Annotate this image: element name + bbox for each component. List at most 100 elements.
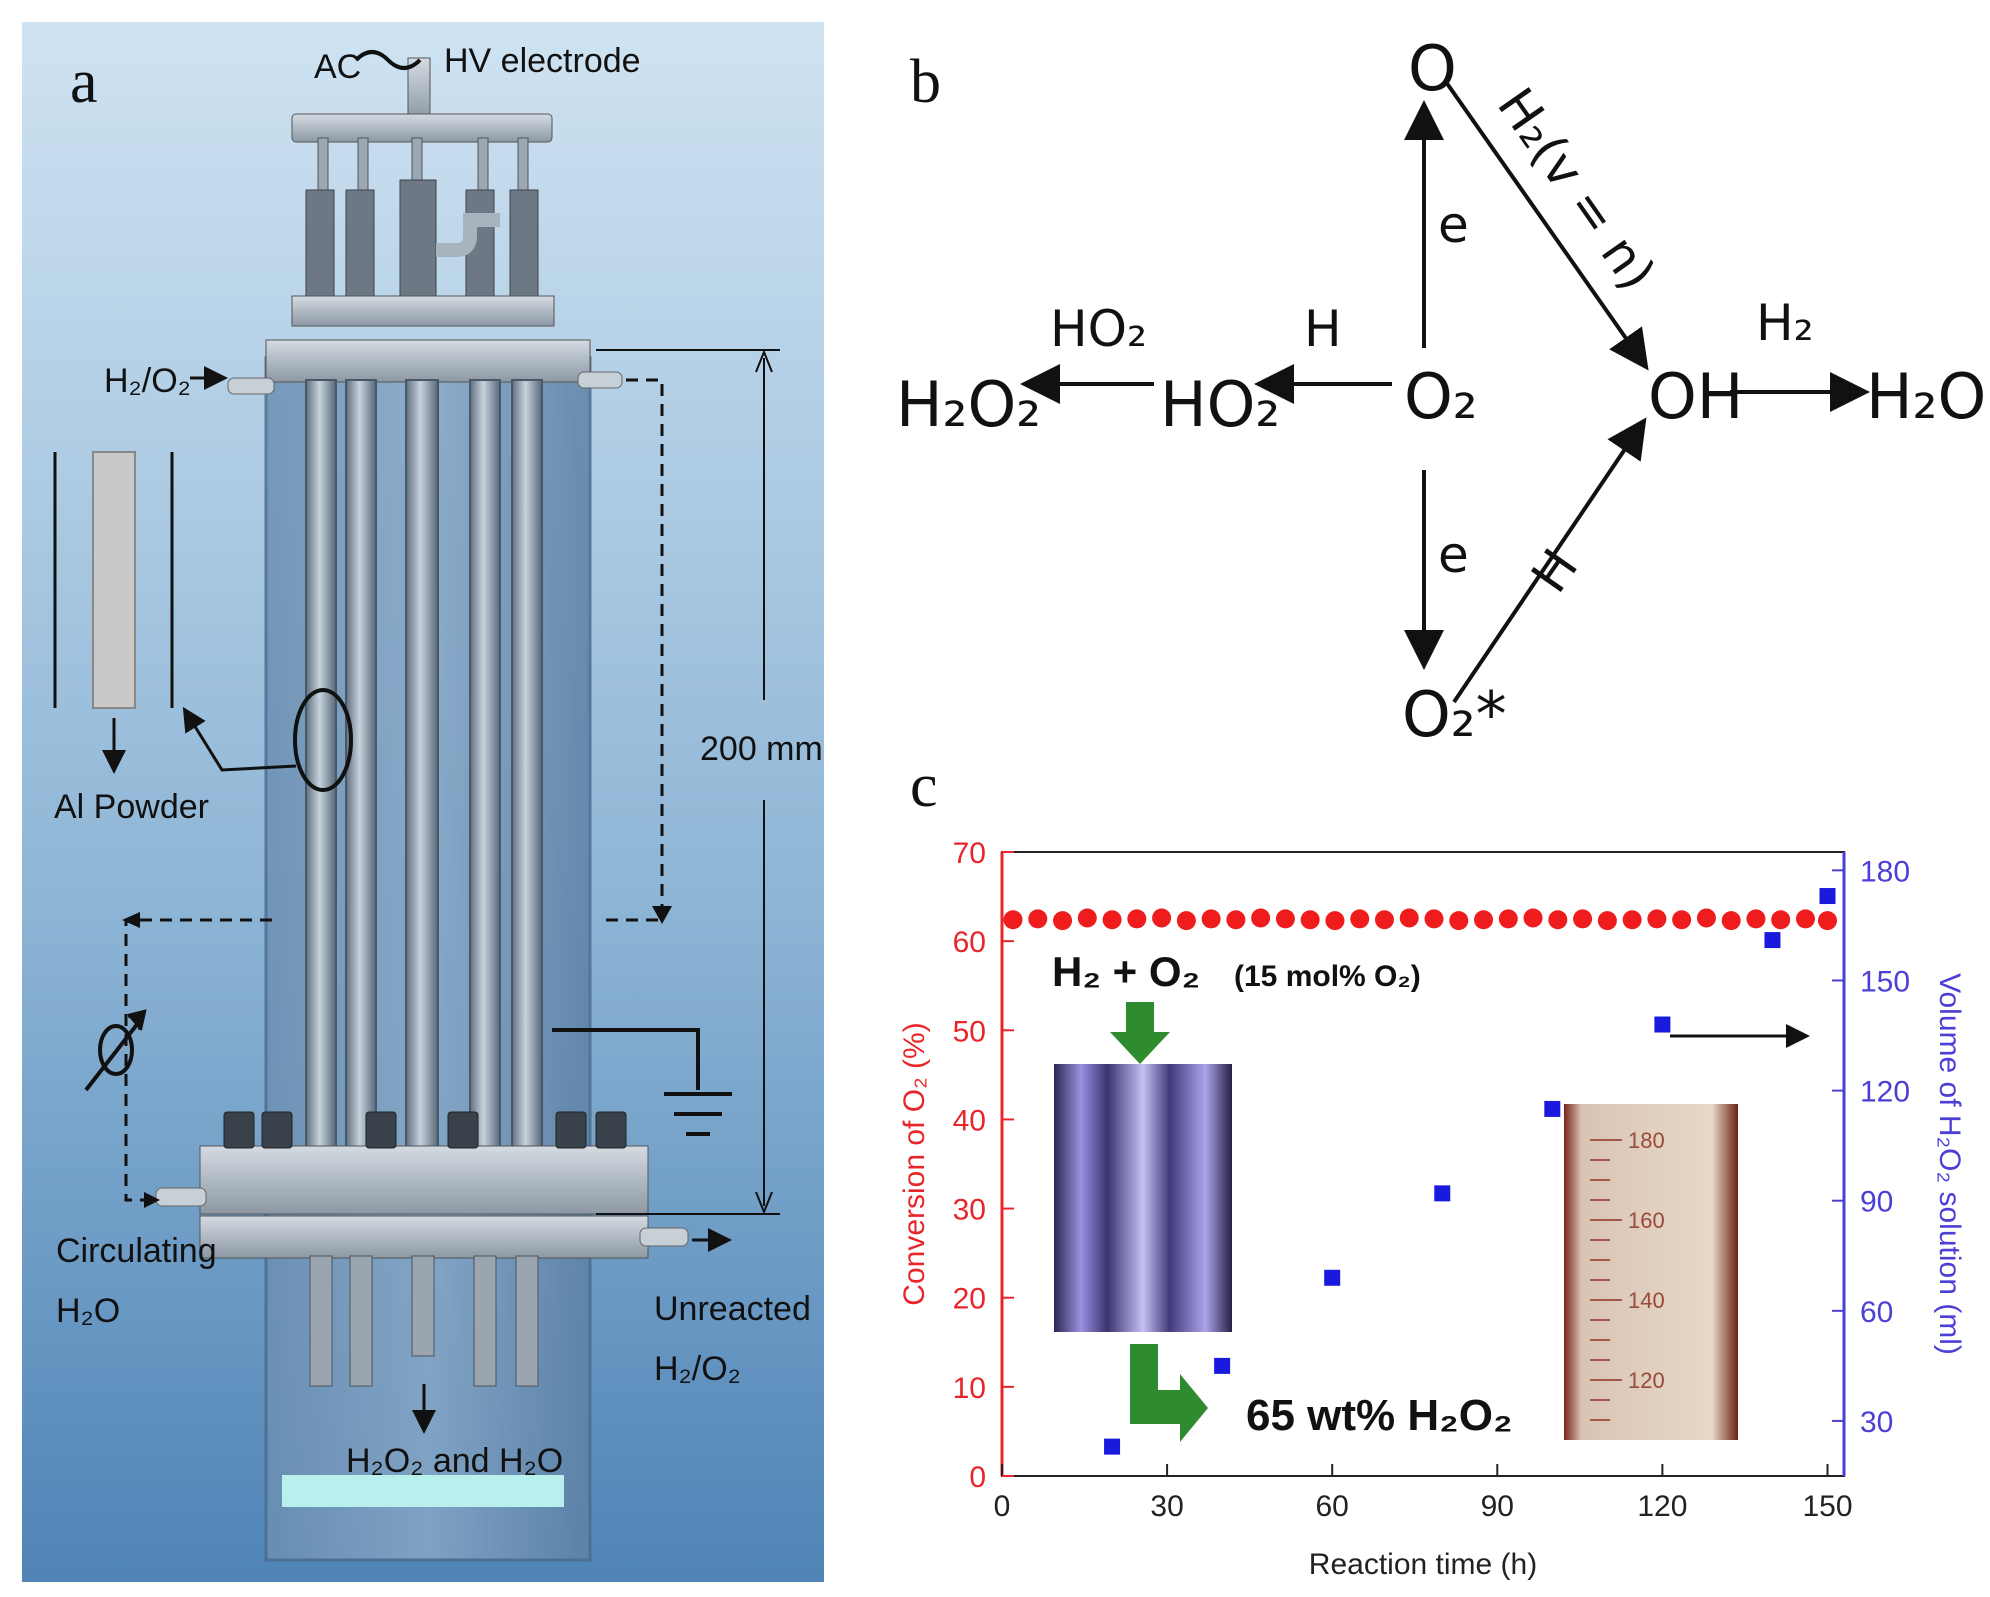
label-ho2: HO₂ [1050,300,1147,358]
al-powder-label: Al Powder [54,788,209,826]
panel-c-letter: c [910,752,938,820]
y-left-tick-label-40: 40 [953,1104,986,1137]
y-left-tick-label-0: 0 [969,1461,986,1494]
conversion-point [1622,910,1642,930]
volume-point [1214,1357,1231,1374]
product-arrow-icon [1130,1344,1208,1442]
circulation-loop [124,378,664,1202]
y-left-tick-label-60: 60 [953,926,986,959]
circulating-label: Circulating [56,1232,217,1270]
x-tick-label-30: 30 [1150,1490,1183,1523]
y-right-tick-label-90: 90 [1860,1186,1893,1219]
conversion-point [1597,911,1617,931]
label-h-left: H [1304,300,1342,358]
conversion-point [1696,908,1716,928]
conversion-point [1300,910,1320,930]
bottom-flange [199,1145,649,1215]
ac-source-icon [354,50,422,70]
cylinder-graduations [1590,1139,1622,1421]
conversion-point [1102,910,1122,930]
conversion-point [1374,910,1394,930]
species-oh: OH [1648,360,1743,433]
conversion-point [1251,908,1271,928]
unreacted-label: Unreacted [654,1290,811,1328]
upper-sleeves [305,179,539,301]
volume-point [1654,1016,1671,1033]
conversion-point [1498,909,1518,929]
cylinder-mark-160: 160 [1628,1208,1665,1233]
feed-arrow-icon [1110,1002,1170,1064]
conversion-point [1573,909,1593,929]
cylinder-mark-120: 120 [1628,1368,1665,1393]
cylinder-mark-labels: 180 160 140 120 [1628,1128,1665,1393]
reaction-arrows [1020,80,1870,704]
conversion-point [1817,911,1837,931]
conversion-point [1672,910,1692,930]
conversion-point [1028,909,1048,929]
conversion-point [1721,911,1741,931]
plasma-photo [1054,1064,1232,1332]
bottom-plate [199,1215,649,1259]
conversion-point [1399,908,1419,928]
species-ho2: HO₂ [1160,368,1280,441]
flange-bolts [223,1111,627,1149]
conversion-point [1548,910,1568,930]
y-axis-left-label: Conversion of O₂ (%) [898,1022,931,1305]
mechanism-panel: b O O₂ O₂* OH H₂O HO₂ H₂O₂ e e H₂(v = n)… [896,32,1986,751]
loop-arrowhead-left [122,912,140,928]
lower-nozzles [309,1255,539,1387]
conversion-point [1523,908,1543,928]
x-tick-label-0: 0 [994,1490,1011,1523]
feed-annotation: H₂ + O₂ [1052,948,1200,995]
al-powder-inset [53,451,353,792]
unreacted-gas-label: H₂/O₂ [654,1350,741,1388]
unreacted-outlet-port [639,1227,689,1247]
product-annotation: 65 wt% H₂O₂ [1246,1391,1513,1440]
y-right-tick-label-60: 60 [1860,1296,1893,1329]
panel-a-letter: a [70,48,98,116]
label-e-up: e [1438,196,1469,254]
species-o2: O₂ [1404,360,1478,433]
pump-icon [84,1009,147,1092]
x-tick-label-150: 150 [1802,1490,1852,1523]
upper-flange [291,295,555,327]
loop-arrowhead-inlet [144,1192,160,1208]
y-right-tick-label-30: 30 [1860,1406,1893,1439]
label-e-down: e [1438,526,1469,584]
y-right-tick-label-150: 150 [1860,965,1910,998]
y-left-tick-label-70: 70 [953,837,986,870]
cylinder-mark-180: 180 [1628,1128,1665,1153]
conversion-point [1077,908,1097,928]
species-o2-star: O₂* [1402,678,1507,751]
conversion-point [1795,909,1815,929]
y-left-tick-label-20: 20 [953,1283,986,1316]
conversion-point [1176,911,1196,931]
top-flange [265,339,591,383]
volume-point [1104,1438,1121,1455]
panel-b-letter: b [910,48,941,116]
ac-label: AC [314,48,361,86]
dimension-line [596,349,780,1215]
x-tick-label-60: 60 [1316,1490,1349,1523]
conversion-point [1746,909,1766,929]
y-left-tick-label-10: 10 [953,1372,986,1405]
conversion-point [1350,909,1370,929]
conversion-point [1424,909,1444,929]
volume-point [1434,1185,1451,1202]
conversion-point [1152,908,1172,928]
y-axis-right-label: Volume of H₂O₂ solution (ml) [1933,973,1966,1355]
y-right-tick-label-180: 180 [1860,855,1910,888]
x-tick-label-120: 120 [1637,1490,1687,1523]
volume-point [1819,888,1836,905]
conversion-point [1226,910,1246,930]
conversion-point [1127,909,1147,929]
label-h-lower: H [1520,539,1589,603]
data-series [1003,888,1837,1455]
species-o: O [1408,32,1457,105]
gas-outlet-port [577,371,623,389]
y-left-tick-label-30: 30 [953,1194,986,1227]
gas-pipe [436,213,500,257]
